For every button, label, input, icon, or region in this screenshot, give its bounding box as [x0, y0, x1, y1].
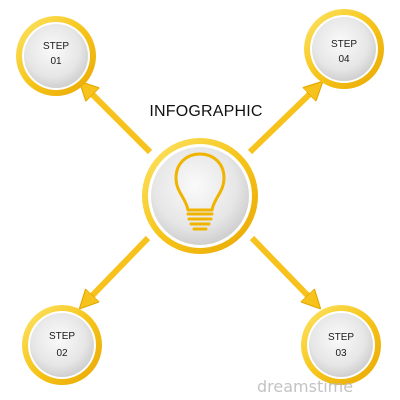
lightbulb-icon — [174, 152, 226, 231]
step-03-node: STEP 03 — [301, 305, 381, 385]
arrow-to-step-04 — [247, 88, 316, 155]
arrows — [86, 88, 316, 302]
step-02-word: STEP — [49, 331, 75, 342]
step-03-number: 03 — [335, 348, 347, 359]
center-circle — [142, 138, 258, 254]
step-04-word: STEP — [331, 39, 357, 50]
arrow-to-step-01 — [86, 88, 153, 155]
step-01-word: STEP — [43, 41, 69, 52]
arrow-to-step-03 — [249, 235, 314, 302]
step-03-word: STEP — [328, 332, 354, 343]
arrow-to-step-02 — [86, 235, 151, 302]
step-01-number: 01 — [50, 56, 62, 67]
step-02-node: STEP 02 — [22, 305, 102, 385]
watermark: dreamstime — [257, 377, 353, 396]
infographic-title: INFOGRAPHIC — [149, 103, 262, 120]
step-02-number: 02 — [56, 348, 68, 359]
step-01-node: STEP 01 — [16, 16, 96, 96]
step-04-node: STEP 04 — [304, 9, 384, 89]
step-04-number: 04 — [338, 54, 350, 65]
